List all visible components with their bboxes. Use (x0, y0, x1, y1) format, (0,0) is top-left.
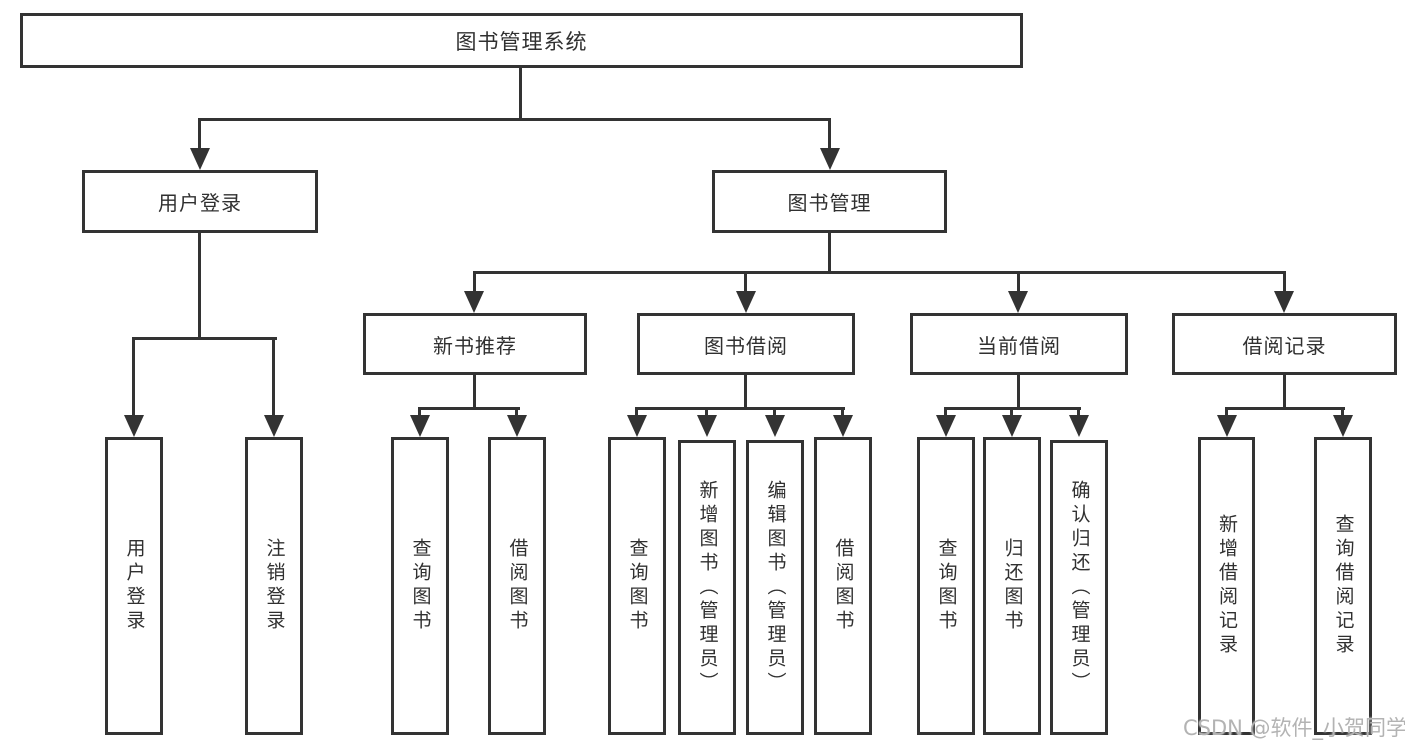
arrow-down-icon (627, 415, 647, 437)
node-book-borrow-label: 图书借阅 (704, 333, 788, 358)
connector-drop-bb-query (635, 407, 638, 419)
connector-drop-br-add (1225, 407, 1228, 419)
leaf-bb-edit-books-admin: 编辑图书（管理员） (746, 440, 804, 735)
connector-drop-bb-edit (773, 407, 776, 419)
node-new-book-label: 新书推荐 (433, 333, 517, 358)
connector-current-borrow-stem (1017, 375, 1020, 409)
connector-drop-cb-confirm (1077, 407, 1080, 419)
connector-drop-user-login (198, 118, 201, 150)
arrow-down-icon (507, 415, 527, 437)
connector-drop-leaf-logout (272, 337, 275, 417)
leaf-nb-query-books: 查询图书 (391, 437, 449, 735)
arrow-down-icon (697, 415, 717, 437)
leaf-br-query-record: 查询借阅记录 (1314, 437, 1372, 735)
leaf-bb-add-books-admin: 新增图书（管理员） (678, 440, 736, 735)
arrow-down-icon (410, 415, 430, 437)
node-book-mgmt: 图书管理 (712, 170, 947, 233)
connector-user-login-stem (198, 233, 201, 339)
connector-book-mgmt-branch (473, 271, 1286, 274)
leaf-bb-edit-books-admin-label: 编辑图书（管理员） (764, 479, 787, 696)
leaf-bb-query-books-label: 查询图书 (626, 538, 649, 634)
leaf-bb-borrow-books-label: 借阅图书 (832, 538, 855, 634)
connector-root-branch (198, 118, 831, 121)
connector-drop-nb-query (418, 407, 421, 419)
connector-drop-borrow-record (1283, 271, 1286, 295)
leaf-nb-borrow-books: 借阅图书 (488, 437, 546, 735)
leaf-logout-login-label: 注销登录 (263, 538, 286, 634)
leaf-nb-borrow-books-label: 借阅图书 (506, 538, 529, 634)
leaf-cb-return-books: 归还图书 (983, 437, 1041, 735)
leaf-cb-confirm-return-admin: 确认归还（管理员） (1050, 440, 1108, 735)
leaf-br-add-record: 新增借阅记录 (1198, 437, 1255, 735)
arrow-down-icon (1217, 415, 1237, 437)
arrow-down-icon (1069, 415, 1089, 437)
arrow-down-icon (736, 291, 756, 313)
leaf-user-login: 用户登录 (105, 437, 163, 735)
arrow-down-icon (1274, 291, 1294, 313)
connector-drop-cb-return (1010, 407, 1013, 419)
connector-drop-bb-borrow (841, 407, 844, 419)
node-user-login-label: 用户登录 (158, 191, 242, 215)
arrow-down-icon (1002, 415, 1022, 437)
node-new-book: 新书推荐 (363, 313, 587, 375)
connector-drop-book-mgmt (828, 118, 831, 150)
arrow-down-icon (124, 415, 144, 437)
leaf-nb-query-books-label: 查询图书 (409, 538, 432, 634)
node-root: 图书管理系统 (20, 13, 1023, 68)
leaf-cb-confirm-return-admin-label: 确认归还（管理员） (1068, 479, 1091, 696)
node-user-login: 用户登录 (82, 170, 318, 233)
connector-user-login-branch (132, 337, 277, 340)
connector-drop-book-borrow (744, 271, 747, 295)
arrow-down-icon (765, 415, 785, 437)
leaf-br-query-record-label: 查询借阅记录 (1332, 514, 1355, 658)
node-borrow-record-label: 借阅记录 (1242, 333, 1327, 358)
connector-drop-leaf-user-login (132, 337, 135, 417)
connector-drop-new-book (473, 271, 476, 295)
node-current-borrow-label: 当前借阅 (977, 333, 1061, 358)
arrow-down-icon (464, 291, 484, 313)
connector-drop-br-query (1341, 407, 1344, 419)
connector-borrow-record-stem (1283, 375, 1286, 409)
connector-book-mgmt-stem (828, 233, 831, 273)
node-borrow-record: 借阅记录 (1172, 313, 1397, 375)
arrow-down-icon (820, 148, 840, 170)
leaf-cb-query-books: 查询图书 (917, 437, 975, 735)
leaf-br-add-record-label: 新增借阅记录 (1216, 514, 1238, 658)
arrow-down-icon (833, 415, 853, 437)
connector-borrow-record-branch (1225, 407, 1345, 410)
leaf-bb-query-books: 查询图书 (608, 437, 666, 735)
leaf-cb-query-books-label: 查询图书 (935, 538, 958, 634)
connector-drop-current-borrow (1017, 271, 1020, 295)
node-current-borrow: 当前借阅 (910, 313, 1128, 375)
connector-new-book-stem (473, 375, 476, 409)
arrow-down-icon (1008, 291, 1028, 313)
connector-book-borrow-stem (744, 375, 747, 409)
node-book-mgmt-label: 图书管理 (787, 191, 872, 215)
connector-drop-cb-query (944, 407, 947, 419)
leaf-logout-login: 注销登录 (245, 437, 303, 735)
node-book-borrow: 图书借阅 (637, 313, 855, 375)
csdn-watermark: CSDN @软件_小贺同学 (1183, 716, 1405, 740)
leaf-cb-return-books-label: 归还图书 (1001, 538, 1024, 634)
arrow-down-icon (936, 415, 956, 437)
arrow-down-icon (190, 148, 210, 170)
node-root-label: 图书管理系统 (455, 29, 588, 54)
leaf-bb-add-books-admin-label: 新增图书（管理员） (696, 479, 719, 696)
arrow-down-icon (1333, 415, 1353, 437)
leaf-bb-borrow-books: 借阅图书 (814, 437, 872, 735)
connector-book-borrow-branch (635, 407, 845, 410)
connector-new-book-branch (418, 407, 520, 410)
leaf-user-login-label: 用户登录 (123, 538, 146, 634)
connector-drop-nb-borrow (515, 407, 518, 419)
arrow-down-icon (264, 415, 284, 437)
connector-drop-bb-add (705, 407, 708, 419)
connector-root-stem (519, 68, 522, 120)
